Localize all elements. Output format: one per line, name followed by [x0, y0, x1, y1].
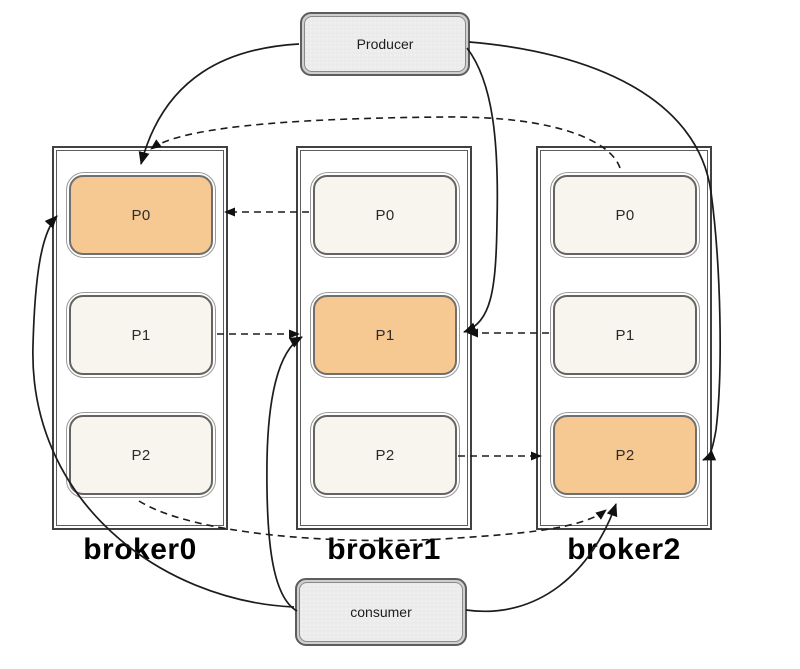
broker2-partition-p1: P1 [550, 292, 700, 378]
producer-label: Producer [356, 36, 414, 52]
broker0-partition-p1: P1 [66, 292, 216, 378]
broker2-partition-p2: P2 [550, 412, 700, 498]
partition-label: P1 [553, 295, 697, 375]
broker1-label: broker1 [327, 533, 441, 566]
partition-label: P0 [553, 175, 697, 255]
broker1-partition-p2: P2 [310, 412, 460, 498]
partition-label: P0 [69, 175, 213, 255]
broker0-partition-p0: P0 [66, 172, 216, 258]
partition-label: P2 [313, 415, 457, 495]
partition-label: P2 [553, 415, 697, 495]
broker2-label: broker2 [567, 533, 681, 566]
broker1-box: P0 P1 P2 [296, 146, 472, 530]
broker0-label: broker0 [83, 533, 197, 566]
broker0-inner: P0 P1 P2 [56, 150, 224, 526]
consumer-node: consumer [295, 578, 467, 646]
broker1-partition-p1: P1 [310, 292, 460, 378]
broker2-inner: P0 P1 P2 [540, 150, 708, 526]
broker1-partition-p0: P0 [310, 172, 460, 258]
broker2-box: P0 P1 P2 [536, 146, 712, 530]
partition-label: P1 [69, 295, 213, 375]
broker0-box: P0 P1 P2 [52, 146, 228, 530]
partition-label: P1 [313, 295, 457, 375]
broker0-partition-p2: P2 [66, 412, 216, 498]
producer-node: Producer [300, 12, 470, 76]
broker1-inner: P0 P1 P2 [300, 150, 468, 526]
consumer-label: consumer [350, 604, 412, 620]
broker2-partition-p0: P0 [550, 172, 700, 258]
partition-label: P2 [69, 415, 213, 495]
partition-label: P0 [313, 175, 457, 255]
